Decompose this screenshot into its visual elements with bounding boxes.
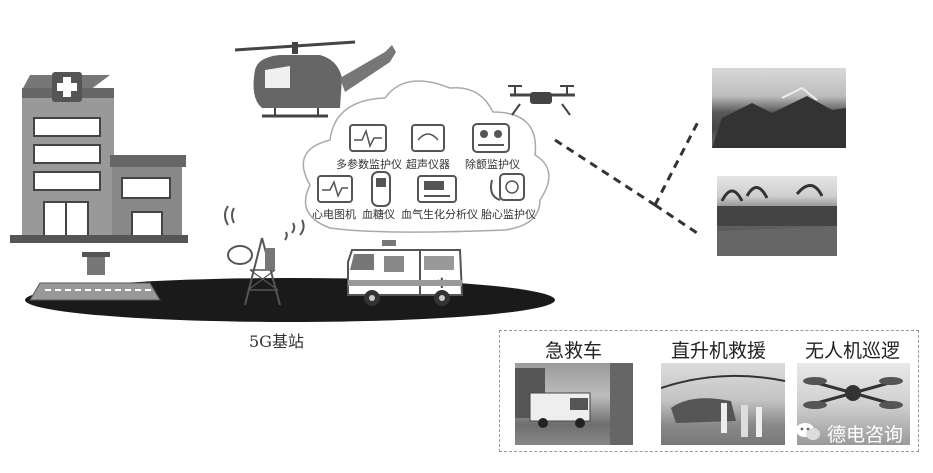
wireless-signal-icon xyxy=(224,205,305,241)
scenario-label: 急救车 xyxy=(545,340,603,362)
glucometer-icon xyxy=(371,171,391,207)
connection-lines xyxy=(554,117,702,237)
helicopter-photo xyxy=(661,363,785,445)
hospital-icon xyxy=(10,72,188,243)
5g-tower-icon xyxy=(227,237,281,306)
disaster-photo-2 xyxy=(717,176,837,256)
device-label: 超声仪器 xyxy=(406,158,450,171)
ultrasound-icon xyxy=(411,124,445,152)
station-label: 5G基站 xyxy=(249,332,304,351)
device-cloud xyxy=(302,80,550,233)
drone-icon xyxy=(508,85,575,116)
multi-parameter-monitor-icon xyxy=(349,124,387,152)
scenario-panel xyxy=(499,330,919,452)
device-label: 血气生化分析仪 xyxy=(401,208,478,221)
device-label: 血糖仪 xyxy=(362,208,395,221)
device-label: 心电图机 xyxy=(312,208,356,221)
ambulance-icon: ✱ xyxy=(347,240,464,306)
chat-bubble-icon xyxy=(795,420,821,447)
helipad-icon xyxy=(29,252,161,301)
ambulance-photo xyxy=(515,363,633,445)
blood-gas-analyzer-icon xyxy=(417,175,457,203)
device-label: 除颤监护仪 xyxy=(465,158,520,171)
watermark: 德电咨询 xyxy=(795,420,903,447)
ecg-machine-icon xyxy=(317,175,353,203)
device-label: 多参数监护仪 xyxy=(336,158,402,171)
scenario-label: 无人机巡逻 xyxy=(805,340,901,362)
fetal-monitor-icon xyxy=(490,173,525,201)
defibrillator-icon xyxy=(472,123,510,153)
device-label: 胎心监护仪 xyxy=(481,208,536,221)
disaster-photo-1 xyxy=(712,68,846,148)
helicopter-icon xyxy=(234,40,396,118)
watermark-text: 德电咨询 xyxy=(826,424,903,446)
scenario-label: 直升机救援 xyxy=(671,340,767,362)
